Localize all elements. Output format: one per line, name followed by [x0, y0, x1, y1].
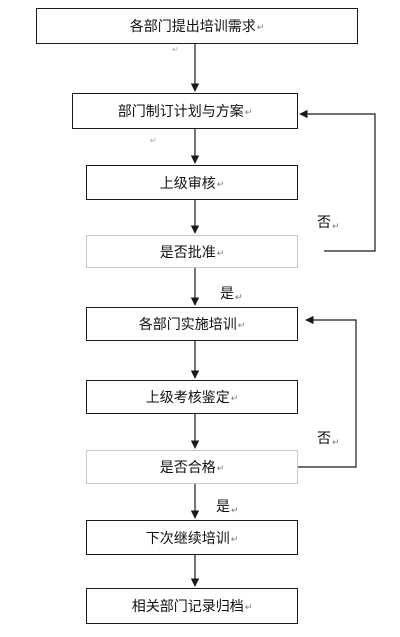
stray-return-mark: ↵ [172, 45, 179, 54]
return-mark: ↵ [216, 248, 225, 259]
node-continue-training: 下次继续培训↵ [86, 520, 298, 555]
node-record-archive: 相关部门记录归档↵ [86, 588, 298, 624]
node-label: 部门制订计划与方案 [117, 104, 244, 120]
return-mark: ↵ [230, 534, 239, 545]
node-submit-training-needs: 各部门提出培训需求↵ [36, 8, 358, 44]
node-label: 是否合格 [159, 460, 216, 476]
node-label: 下次继续培训 [145, 530, 230, 547]
return-mark: ↵ [230, 394, 239, 404]
node-label: 相关部门记录归档 [131, 599, 244, 615]
return-mark: ↵ [244, 603, 253, 613]
node-label: 是否批准 [159, 244, 216, 261]
edge-label-approve-yes: 是↵ [220, 286, 243, 303]
node-approved-decision: 是否批准↵ [86, 235, 298, 268]
edge-label-approve-no: 否↵ [317, 215, 340, 232]
feedback-loop-qualified-no [298, 315, 357, 468]
node-implement-training: 各部门实施培训↵ [86, 307, 298, 341]
feedback-loop-approve-no [299, 109, 376, 252]
node-label: 各部门提出培训需求 [129, 19, 256, 35]
return-mark: ↵ [216, 464, 225, 474]
return-mark: ↵ [237, 321, 246, 331]
return-mark: ↵ [216, 179, 225, 190]
edge-label-qualified-yes: 是↵ [216, 499, 239, 516]
node-qualified-decision: 是否合格↵ [86, 450, 298, 484]
node-label: 各部门实施培训 [138, 317, 237, 333]
node-label: 上级考核鉴定 [145, 390, 230, 406]
node-label: 上级审核 [159, 175, 216, 192]
node-superior-review: 上级审核↵ [86, 165, 298, 200]
return-mark: ↵ [244, 108, 253, 118]
stray-return-mark: ↵ [150, 136, 157, 145]
edge-label-qualified-no: 否↵ [317, 431, 340, 448]
return-mark: ↵ [256, 23, 265, 33]
node-make-plan: 部门制订计划与方案↵ [72, 93, 298, 129]
node-superior-assessment: 上级考核鉴定↵ [86, 380, 298, 414]
